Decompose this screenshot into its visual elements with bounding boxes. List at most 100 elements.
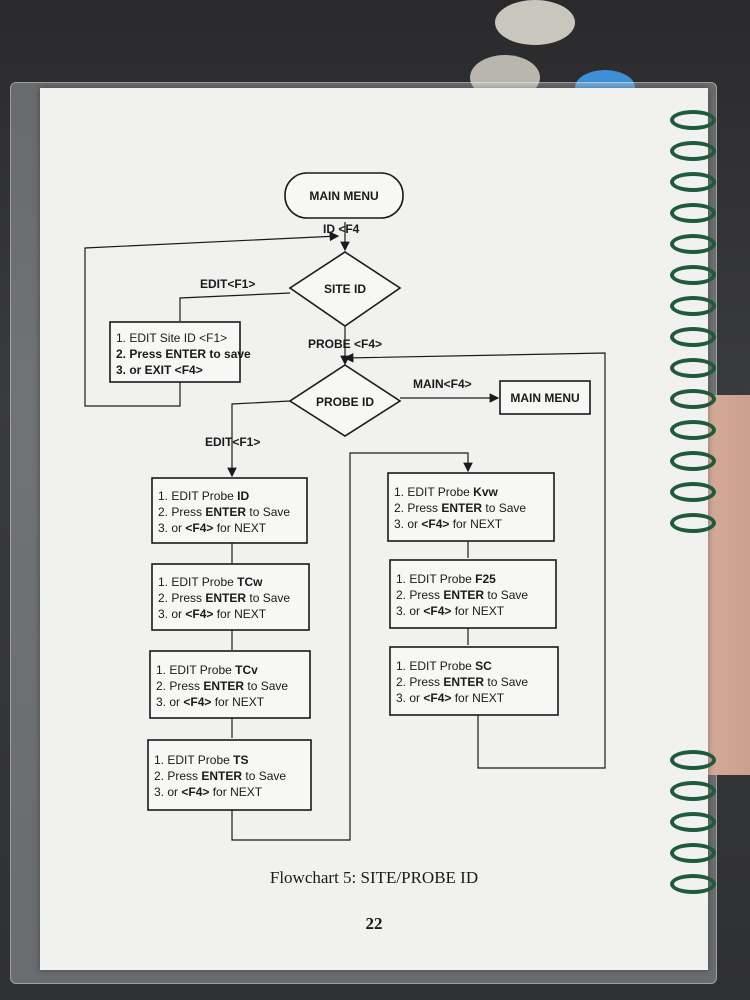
probe-edit-box-id: 1. EDIT Probe ID 2. Press ENTER to Save … <box>151 477 308 544</box>
spiral-coil <box>670 172 716 192</box>
site-box-line-3: 3. or EXIT <F4> <box>116 363 203 377</box>
box-line-1: 1. EDIT Probe <box>396 572 475 586</box>
probe-edit-box-tcw: 1. EDIT Probe TCw 2. Press ENTER to Save… <box>151 563 310 631</box>
box-line-2: 2. Press <box>394 501 441 515</box>
connector-lines <box>84 222 606 841</box>
spiral-coil <box>670 389 716 409</box>
svg-text:1. EDIT Probe Kvw: 1. EDIT Probe Kvw <box>394 485 498 499</box>
key-enter: ENTER <box>203 679 244 693</box>
box-line-1: 1. EDIT Probe <box>394 485 473 499</box>
box-line-3: 3. or <box>394 517 421 531</box>
box-line-2-end: to Save <box>484 588 528 602</box>
spiral-coil <box>670 812 716 832</box>
key-enter: ENTER <box>441 501 482 515</box>
box-line-3: 3. or <box>154 785 181 799</box>
spiral-coil <box>670 420 716 440</box>
svg-text:3. or <F4> for NEXT: 3. or <F4> for NEXT <box>154 785 263 799</box>
box-line-3-end: for NEXT <box>451 691 504 705</box>
spiral-coil <box>670 203 716 223</box>
figure-caption: Flowchart 5: SITE/PROBE ID <box>269 868 479 887</box>
key-f4: <F4> <box>181 785 209 799</box>
probe-field-name: TCw <box>237 575 263 589</box>
spiral-binding <box>670 100 730 980</box>
spiral-coil <box>670 296 716 316</box>
key-f4: <F4> <box>185 521 213 535</box>
box-line-3-end: for NEXT <box>449 517 502 531</box>
svg-text:1. EDIT Probe TS: 1. EDIT Probe TS <box>154 753 249 767</box>
box-line-2: 2. Press <box>154 769 201 783</box>
box-line-2-end: to Save <box>482 501 526 515</box>
svg-text:2. Press ENTER to Save: 2. Press ENTER to Save <box>154 769 286 783</box>
box-line-3-end: for NEXT <box>213 607 266 621</box>
site-id-label: SITE ID <box>324 282 366 296</box>
box-line-3-end: for NEXT <box>451 604 504 618</box>
site-id-decision: SITE ID <box>288 251 402 327</box>
svg-text:3. or <F4> for NEXT: 3. or <F4> for NEXT <box>396 691 505 705</box>
probe-field-name: SC <box>475 659 492 673</box>
svg-text:3. or <F4> for NEXT: 3. or <F4> for NEXT <box>396 604 505 618</box>
site-box-line-2: 2. Press ENTER to save <box>116 347 251 361</box>
svg-text:1. EDIT Probe ID: 1. EDIT Probe ID <box>158 489 249 503</box>
svg-text:3. or <F4> for NEXT: 3. or <F4> for NEXT <box>394 517 503 531</box>
svg-text:2. Press ENTER to Save: 2. Press ENTER to Save <box>158 591 290 605</box>
spiral-coil <box>670 750 716 770</box>
spiral-coil <box>670 513 716 533</box>
probe-edit-box-sc: 1. EDIT Probe SC 2. Press ENTER to Save … <box>389 646 559 716</box>
probe-f4-label: PROBE <F4> <box>308 337 382 351</box>
svg-text:1. EDIT Probe F25: 1. EDIT Probe F25 <box>396 572 496 586</box>
probe-id-decision: PROBE ID <box>288 364 402 437</box>
key-f4: <F4> <box>185 607 213 621</box>
box-line-3: 3. or <box>158 521 185 535</box>
probe-field-name: ID <box>237 489 249 503</box>
spiral-coil <box>670 358 716 378</box>
key-enter: ENTER <box>443 588 484 602</box>
box-line-3-end: for NEXT <box>209 785 262 799</box>
site-edit-box: 1. EDIT Site ID <F1> 2. Press ENTER to s… <box>109 321 251 383</box>
svg-text:1. EDIT Probe SC: 1. EDIT Probe SC <box>396 659 492 673</box>
box-line-2: 2. Press <box>158 505 205 519</box>
main-menu-terminal: MAIN MENU <box>284 172 404 219</box>
probe-edit-box-tcv: 1. EDIT Probe TCv 2. Press ENTER to Save… <box>149 650 311 719</box>
box-line-1: 1. EDIT Probe <box>396 659 475 673</box>
spiral-coil <box>670 843 716 863</box>
probe-field-name: TCv <box>235 663 258 677</box>
spiral-coil <box>670 874 716 894</box>
probe-id-label: PROBE ID <box>316 395 374 409</box>
box-line-3-end: for NEXT <box>213 521 266 535</box>
spiral-coil <box>670 781 716 801</box>
probe-edit-box-f25: 1. EDIT Probe F25 2. Press ENTER to Save… <box>389 559 557 629</box>
box-line-2: 2. Press <box>396 588 443 602</box>
svg-text:2. Press ENTER to Save: 2. Press ENTER to Save <box>396 588 528 602</box>
probe-edit-box-kvw: 1. EDIT Probe Kvw 2. Press ENTER to Save… <box>387 472 555 542</box>
spiral-coil <box>670 482 716 502</box>
box-line-2-end: to Save <box>242 769 286 783</box>
box-line-1: 1. EDIT Probe <box>154 753 233 767</box>
id-f4-label: ID <F4 <box>323 222 360 236</box>
edit-f1-probe-label: EDIT<F1> <box>205 435 260 449</box>
main-f4-label: MAIN<F4> <box>413 377 472 391</box>
key-enter: ENTER <box>443 675 484 689</box>
box-line-1: 1. EDIT Probe <box>158 489 237 503</box>
probe-edit-box-ts: 1. EDIT Probe TS 2. Press ENTER to Save … <box>147 739 312 811</box>
box-line-3: 3. or <box>396 604 423 618</box>
svg-text:3. or <F4> for NEXT: 3. or <F4> for NEXT <box>158 607 267 621</box>
svg-text:3. or <F4> for NEXT: 3. or <F4> for NEXT <box>158 521 267 535</box>
spiral-coil <box>670 451 716 471</box>
box-line-1: 1. EDIT Probe <box>156 663 235 677</box>
key-enter: ENTER <box>201 769 242 783</box>
svg-text:2. Press ENTER to Save: 2. Press ENTER to Save <box>394 501 526 515</box>
svg-text:2. Press ENTER to Save: 2. Press ENTER to Save <box>396 675 528 689</box>
edit-f1-site-label: EDIT<F1> <box>200 277 255 291</box>
box-line-2-end: to Save <box>246 505 290 519</box>
page-number: 22 <box>365 914 383 933</box>
svg-text:1. EDIT Probe TCw: 1. EDIT Probe TCw <box>158 575 263 589</box>
background-object <box>495 0 575 45</box>
box-line-3: 3. or <box>158 607 185 621</box>
svg-text:1. EDIT Probe TCv: 1. EDIT Probe TCv <box>156 663 258 677</box>
key-f4: <F4> <box>423 691 451 705</box>
box-line-3: 3. or <box>396 691 423 705</box>
key-enter: ENTER <box>205 591 246 605</box>
box-line-2-end: to Save <box>246 591 290 605</box>
spiral-coil <box>670 141 716 161</box>
svg-text:3. or <F4> for NEXT: 3. or <F4> for NEXT <box>156 695 265 709</box>
